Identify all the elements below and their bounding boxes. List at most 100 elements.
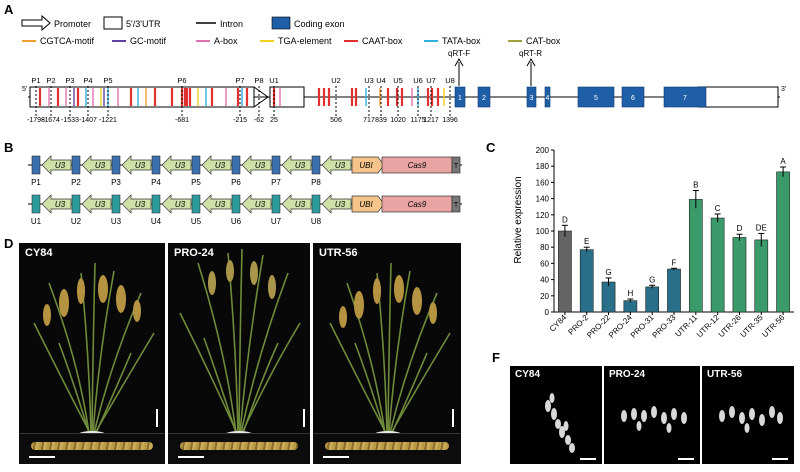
grain-strip xyxy=(168,433,310,464)
scale-bar xyxy=(303,409,305,427)
photo-d-label-2: PRO-24 xyxy=(174,247,214,259)
five-prime-label: 5' xyxy=(22,86,27,93)
sgrna-target-box xyxy=(151,155,161,175)
utr-site-label: U1 xyxy=(269,76,279,85)
panel-b-label: B xyxy=(4,140,13,155)
grain-strip xyxy=(313,433,461,464)
exon-number: 1 xyxy=(458,95,462,102)
motif-bars xyxy=(38,88,445,106)
u3-promoter-arrow-icon xyxy=(41,155,72,175)
panel-d-label: D xyxy=(4,236,13,251)
promoter-site-label: P3 xyxy=(65,76,74,85)
significance-letter: D xyxy=(737,224,743,233)
position-label: -1533 xyxy=(61,117,79,124)
significance-letter: A xyxy=(780,157,786,166)
qrt-f-primer: qRT-F xyxy=(448,49,470,86)
coding-exon xyxy=(577,86,615,108)
x-tick-label: UTR-12 xyxy=(695,313,722,340)
chromosome-photo-pro24: PRO-24 xyxy=(604,366,700,464)
x-tick-label: UTR-35 xyxy=(739,313,766,340)
sgrna-label: P1 xyxy=(31,178,41,187)
position-label: 506 xyxy=(330,117,342,124)
significance-letter: E xyxy=(584,237,589,246)
legend-utr: 5'/3'UTR xyxy=(126,19,161,29)
y-tick-label: 180 xyxy=(536,162,550,171)
u3-promoter-arrow-icon xyxy=(41,194,72,214)
chromosome-pro24-drawing xyxy=(621,406,694,460)
u3-promoter-arrow-icon xyxy=(281,194,312,214)
legend-motif: CAAT-box xyxy=(362,36,403,46)
utr-site-label: U6 xyxy=(413,76,423,85)
scale-bar xyxy=(156,409,158,427)
significance-letter: D xyxy=(562,215,568,224)
position-label: -1798 xyxy=(27,117,45,124)
exon-number: 6 xyxy=(631,95,635,102)
sgrna-label: P6 xyxy=(231,178,241,187)
u3-promoter-arrow-icon xyxy=(161,155,192,175)
position-label: -1407 xyxy=(79,117,97,124)
sgrna-label: U2 xyxy=(71,217,82,226)
legend-motif: A-box xyxy=(214,36,238,46)
sgrna-label: U6 xyxy=(231,217,242,226)
ubi-label: UBI xyxy=(359,161,373,170)
sgrna-target-box xyxy=(71,155,81,175)
sgrna-label: P4 xyxy=(151,178,161,187)
u3-promoter-arrow-icon xyxy=(121,155,152,175)
sgrna-label: P2 xyxy=(71,178,81,187)
position-label: 1175 xyxy=(410,117,425,124)
scale-bar xyxy=(452,409,454,427)
bar xyxy=(645,286,660,313)
y-tick-label: 200 xyxy=(536,146,550,155)
u3-label: U3 xyxy=(295,200,306,209)
legend-motif: CAT-box xyxy=(526,36,561,46)
significance-letter: C xyxy=(715,204,721,213)
sgrna-target-box xyxy=(191,155,201,175)
promoter-site-label: P4 xyxy=(83,76,92,85)
panel-f-label: F xyxy=(492,350,500,365)
cas9-label: Cas9 xyxy=(408,161,427,170)
promoter-arrow-icon xyxy=(21,14,51,32)
coding-exon xyxy=(477,86,491,108)
sgrna-target-box xyxy=(231,155,241,175)
promoter-site-label: P1 xyxy=(31,76,40,85)
position-label: -62 xyxy=(254,117,264,124)
plant-photo-cy84: CY84 xyxy=(19,243,165,464)
u3-promoter-arrow-icon xyxy=(321,155,352,175)
legend-row-1: Promoter 5'/3'UTR Intron Coding exon xyxy=(21,14,345,32)
promoter-site-label: P5 xyxy=(103,76,112,85)
utr-site-label: U7 xyxy=(426,76,436,85)
plant-cy84-drawing xyxy=(33,262,155,441)
legend-motif: TGA-element xyxy=(278,36,332,46)
utr-site-label: U5 xyxy=(393,76,403,85)
ubi-promoter-arrow-icon xyxy=(351,156,385,174)
bar xyxy=(601,281,616,313)
sgrna-label: P7 xyxy=(271,178,281,187)
photo-d-label-1: CY84 xyxy=(25,247,53,259)
qrt-r-primer: qRT-R xyxy=(519,49,542,86)
position-label: 1396 xyxy=(442,117,458,124)
chromosome-cy84-drawing xyxy=(545,393,596,460)
significance-letter: B xyxy=(693,181,698,190)
bar xyxy=(688,199,703,313)
bar xyxy=(623,300,638,313)
y-tick-label: 100 xyxy=(536,227,550,236)
bar xyxy=(667,268,681,313)
photo-f-label-2: PRO-24 xyxy=(609,369,646,380)
x-tick-label: PRO-33 xyxy=(651,313,678,340)
sgrna-target-box xyxy=(151,194,161,214)
promoter-region xyxy=(29,86,255,108)
sgrna-target-box xyxy=(271,155,281,175)
exon-number: 3 xyxy=(530,95,534,102)
sgrna-label: P8 xyxy=(311,178,321,187)
coding-exon-icon xyxy=(271,16,291,30)
utr-box-icon xyxy=(103,16,123,30)
sgrna-target-box xyxy=(31,194,41,214)
u3-label: U3 xyxy=(255,161,266,170)
bar xyxy=(776,171,790,313)
u3-label: U3 xyxy=(295,161,306,170)
u3-label: U3 xyxy=(335,161,346,170)
sgrna-label: P5 xyxy=(191,178,201,187)
